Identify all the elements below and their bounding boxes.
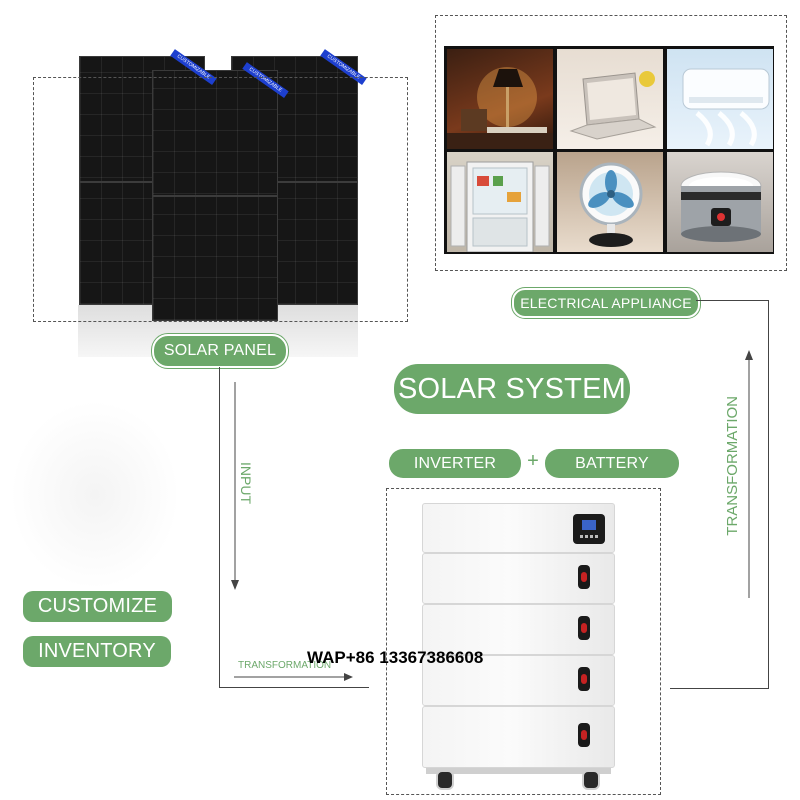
transformation-small-label: TRANSFORMATION [238,660,332,671]
inventory-label: INVENTORY [23,636,171,667]
battery-indicator-4 [578,723,590,747]
battery-label: BATTERY [545,449,679,478]
laptop-icon [557,49,663,149]
connector-line-input-horizontal [219,687,369,688]
air-conditioner-icon [667,49,773,149]
connector-line-input-vertical [219,367,220,688]
wheel-right [582,770,600,790]
transformation-arrow-icon [234,673,353,681]
solar-panel-frame [33,77,408,322]
plus-sign: + [527,450,539,472]
appliance-frame [435,15,787,271]
customize-label: CUSTOMIZE [23,591,172,622]
inverter-module [422,503,615,553]
connector-line-output-vertical [768,300,769,689]
electrical-appliance-label: ELECTRICAL APPLIANCE [512,288,700,318]
battery-indicator-2 [578,616,590,640]
transformation-up-arrow-icon [745,350,753,598]
inverter-buttons [580,535,598,538]
solar-system-title: SOLAR SYSTEM [394,364,630,414]
refrigerator-icon [447,152,553,252]
transformation-vertical-label: TRANSFORMATION [724,396,741,536]
battery-frame [386,488,661,795]
input-label: INPUT [238,462,254,504]
solar-panel-center [152,70,278,321]
wheel-left [436,770,454,790]
connector-line-output-horizontal [670,688,769,689]
inverter-display [573,514,605,544]
fan-icon [557,152,663,252]
input-arrow-icon [231,382,239,590]
rice-cooker-icon [667,152,773,252]
battery-indicator-1 [578,565,590,589]
inverter-screen [582,520,596,530]
solar-panel-label: SOLAR PANEL [152,334,288,368]
lamp-icon [447,49,553,149]
connector-line-output-top [696,300,769,301]
wap-contact-text: WAP+86 13367386608 [307,648,484,667]
battery-indicator-3 [578,667,590,691]
faded-shape [10,400,180,590]
inverter-label: INVERTER [389,449,521,478]
battery-base [426,768,611,774]
